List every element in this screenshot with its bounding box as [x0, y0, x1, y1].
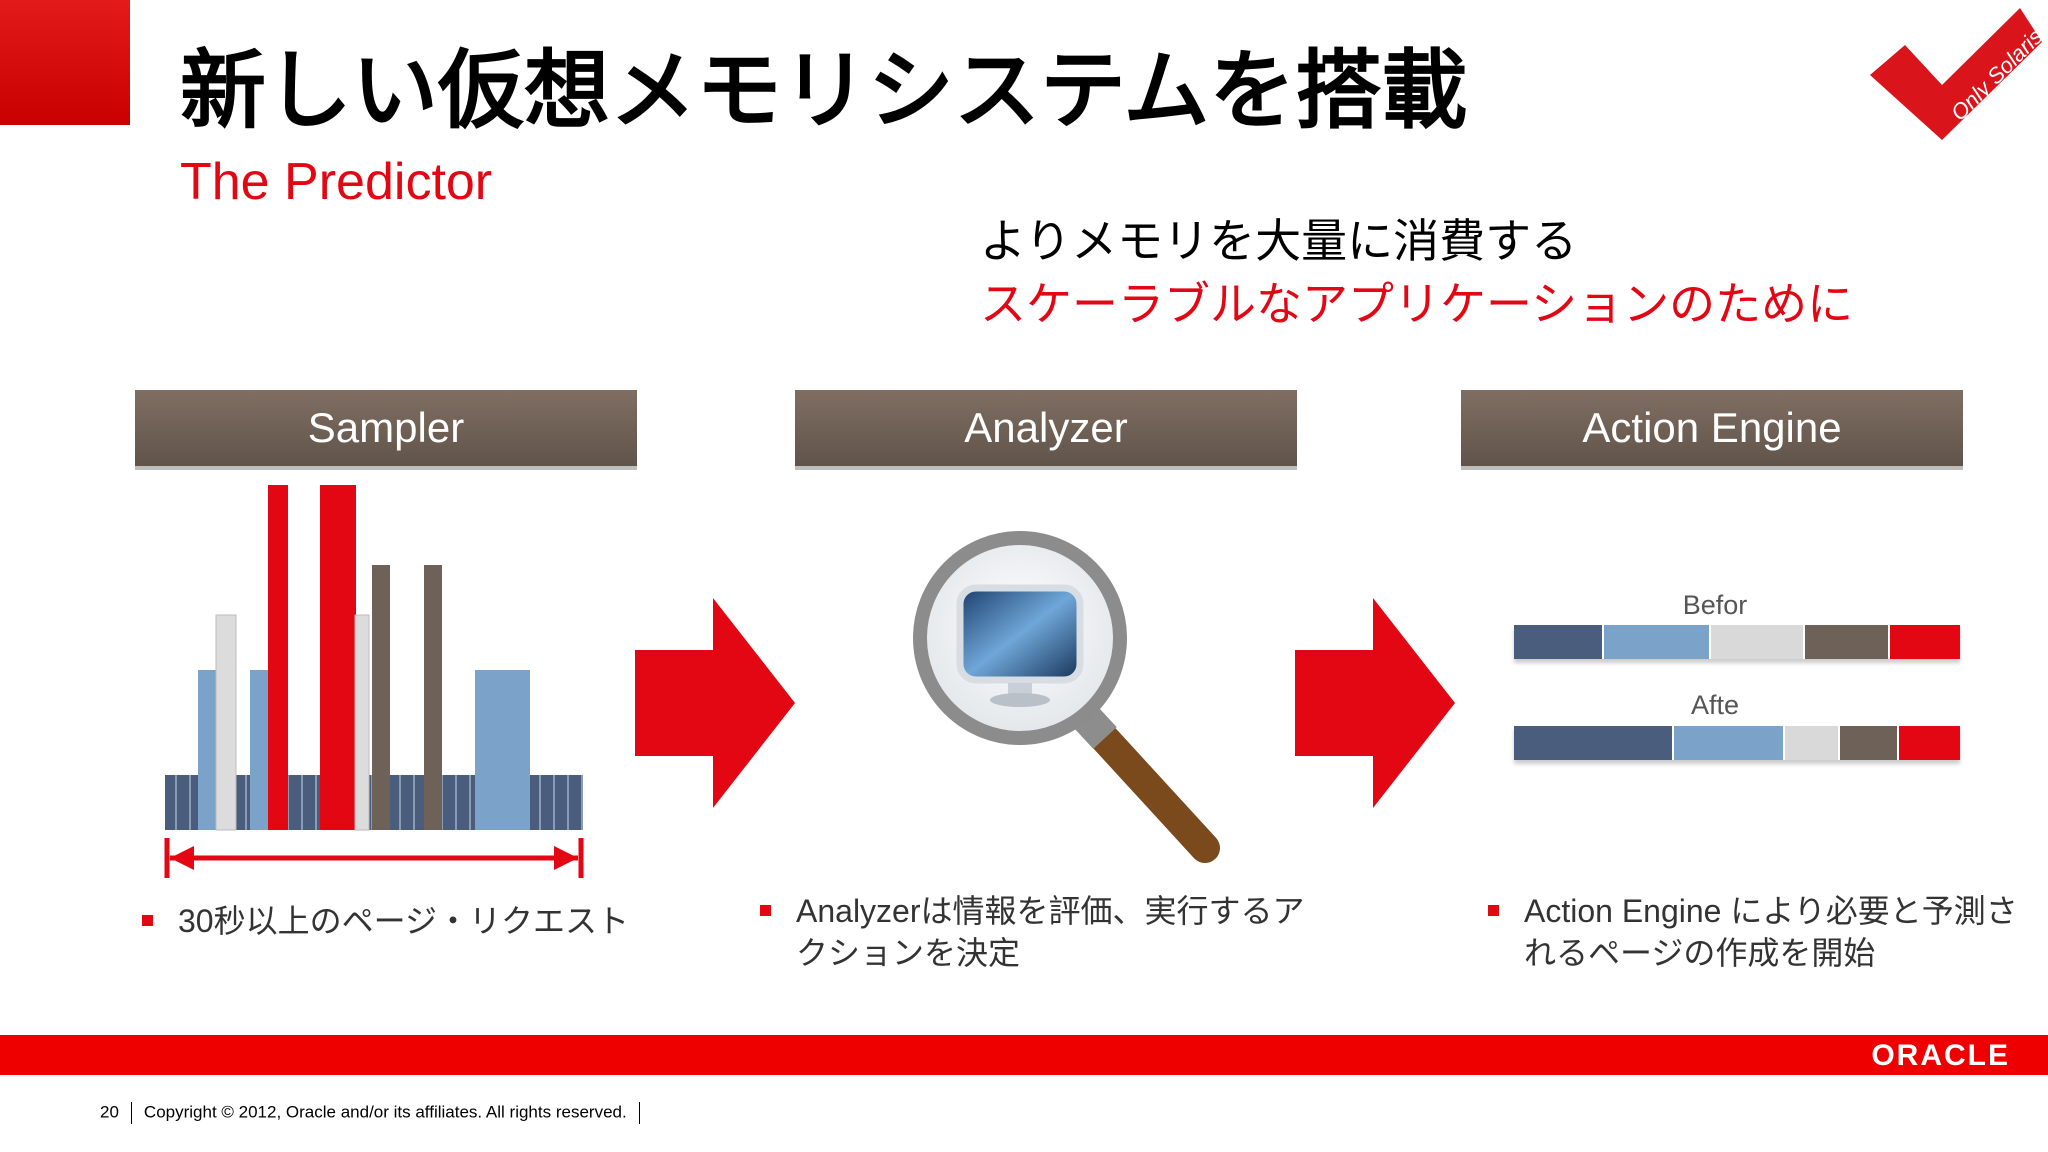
analyzer-bullet: Analyzerは情報を評価、実行するアクションを決定 [796, 893, 1305, 971]
footer-red-band [0, 1035, 2048, 1075]
sampler-header: Sampler [135, 390, 637, 466]
range-left-arrowhead [170, 846, 194, 870]
copyright-text: Copyright © 2012, Oracle and/or its affi… [143, 1102, 627, 1122]
after-memory-bar [1514, 726, 1960, 760]
corner-accent-block [0, 0, 130, 125]
memory-segment [1514, 625, 1602, 659]
slide-subtitle: The Predictor [180, 153, 493, 211]
memory-segment [1785, 726, 1838, 760]
memory-segment [1603, 625, 1709, 659]
magnifier-handle [1080, 713, 1220, 863]
bar-brown-1 [372, 565, 390, 830]
bar-brown-2 [424, 565, 442, 830]
memory-segment [1710, 625, 1803, 659]
bar-white-2 [354, 614, 370, 831]
bullet-marker [1488, 905, 1499, 916]
only-solaris-badge: Only Solaris [1870, 8, 2047, 140]
before-label: Befor [1682, 590, 1748, 620]
bar-red-1 [268, 485, 288, 830]
bar-red-2 [320, 485, 356, 830]
range-right-arrowhead [554, 846, 578, 870]
tagline-line-1: よりメモリを大量に消費する [980, 214, 1578, 268]
before-memory-bar [1514, 625, 1960, 659]
after-label: Afte [1690, 690, 1740, 720]
page-number: 20 [100, 1102, 119, 1122]
footer-copyright-line: 20 Copyright © 2012, Oracle and/or its af… [100, 1102, 652, 1124]
tagline-line-2: スケーラブルなアプリケーションのために [980, 277, 1854, 331]
memory-segment [1889, 625, 1960, 659]
action-engine-header: Action Engine [1461, 390, 1963, 466]
bar-blue-2 [250, 670, 268, 830]
slide-title: 新しい仮想メモリシステムを搭載 [180, 41, 1468, 141]
oracle-logo: ORACLE [1871, 1039, 2010, 1072]
monitor-screen-icon [956, 584, 1084, 684]
bar-white-1 [215, 614, 237, 831]
magnifying-glass-icon [900, 528, 1235, 868]
arrow-right-icon [1295, 598, 1455, 808]
memory-segment [1804, 625, 1888, 659]
memory-segment [1898, 726, 1960, 760]
sampler-illustration [164, 485, 584, 878]
analyzer-header: Analyzer [795, 390, 1297, 466]
bullet-marker [142, 915, 153, 926]
memory-segment [1514, 726, 1672, 760]
bar-blue-3 [475, 670, 530, 830]
checkmark-icon [1870, 8, 2042, 140]
bullet-marker [760, 905, 771, 916]
arrow-right-icon [635, 598, 795, 808]
memory-segment [1673, 726, 1784, 760]
action-engine-bullet: Action Engine により必要と予測されるページの作成を開始 [1524, 893, 2018, 971]
memory-segment [1839, 726, 1897, 760]
sampler-bullet: 30秒以上のページ・リクエスト [178, 903, 629, 939]
bar-blue-1 [198, 670, 218, 830]
